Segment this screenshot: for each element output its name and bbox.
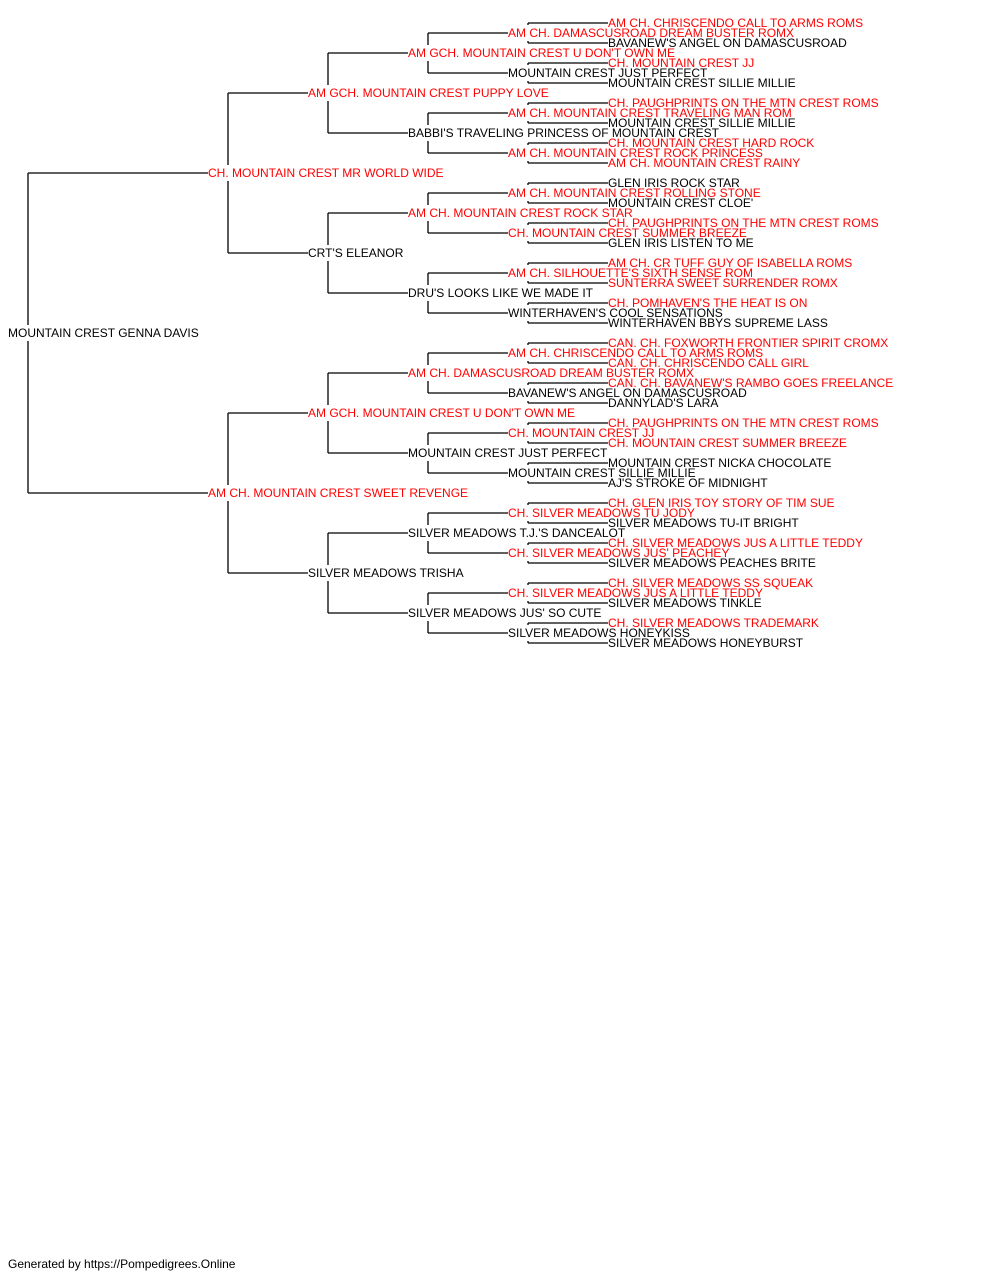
ancestor-name: DANNYLAD'S LARA (608, 396, 718, 410)
ancestor-name: AM CH. MOUNTAIN CREST ROCK PRINCESS (508, 146, 763, 160)
ancestor-name: CH. PAUGHPRINTS ON THE MTN CREST ROMS (608, 416, 879, 430)
footer-credit: Generated by https://Pompedigrees.Online (8, 1257, 236, 1271)
ancestor-name: MOUNTAIN CREST SILLIE MILLIE (608, 76, 796, 90)
ancestor-name: AM CH. MOUNTAIN CREST TRAVELING MAN ROM (508, 106, 792, 120)
ancestor-name: CH. MOUNTAIN CREST SUMMER BREEZE (508, 226, 747, 240)
ancestor-name: MOUNTAIN CREST SILLIE MILLIE (508, 466, 696, 480)
ancestor-name: CH. GLEN IRIS TOY STORY OF TIM SUE (608, 496, 835, 510)
ancestor-name: SILVER MEADOWS TINKLE (608, 596, 762, 610)
ancestor-name: CH. MOUNTAIN CREST HARD ROCK (608, 136, 814, 150)
ancestor-name: SILVER MEADOWS TU-IT BRIGHT (608, 516, 799, 530)
ancestor-name: AM CH. CHRISCENDO CALL TO ARMS ROMS (608, 16, 863, 30)
ancestor-name: GLEN IRIS LISTEN TO ME (608, 236, 754, 250)
ancestor-name: MOUNTAIN CREST NICKA CHOCOLATE (608, 456, 831, 470)
ancestor-name: GLEN IRIS ROCK STAR (608, 176, 740, 190)
ancestor-name: AM GCH. MOUNTAIN CREST U DON'T OWN ME (308, 406, 575, 420)
ancestor-name: SILVER MEADOWS TRISHA (308, 566, 464, 580)
ancestor-name: SILVER MEADOWS T.J.'S DANCEALOT (408, 526, 626, 540)
ancestor-name: AM CH. DAMASCUSROAD DREAM BUSTER ROMX (508, 26, 794, 40)
ancestor-name: WINTERHAVEN BBYS SUPREME LASS (608, 316, 828, 330)
ancestor-name: CH. MOUNTAIN CREST MR WORLD WIDE (208, 166, 444, 180)
ancestor-name: BABBI'S TRAVELING PRINCESS OF MOUNTAIN C… (408, 126, 720, 140)
ancestor-name: SILVER MEADOWS PEACHES BRITE (608, 556, 816, 570)
ancestor-name: BAVANEW'S ANGEL ON DAMASCUSROAD (508, 386, 747, 400)
ancestor-name: CH. SILVER MEADOWS SS SQUEAK (608, 576, 813, 590)
ancestor-name: WINTERHAVEN'S COOL SENSATIONS (508, 306, 723, 320)
ancestor-name: AM CH. MOUNTAIN CREST ROCK STAR (408, 206, 633, 220)
ancestor-name: CH. SILVER MEADOWS JUS' PEACHEY (508, 546, 729, 560)
ancestor-name: CH. SILVER MEADOWS JUS A LITTLE TEDDY (608, 536, 863, 550)
ancestor-name: AM CH. SILHOUETTE'S SIXTH SENSE ROM (508, 266, 753, 280)
ancestor-name: SILVER MEADOWS HONEYBURST (608, 636, 804, 650)
ancestor-name: CH. MOUNTAIN CREST SUMMER BREEZE (608, 436, 847, 450)
ancestor-name: AJ'S STROKE OF MIDNIGHT (608, 476, 768, 490)
ancestor-name: MOUNTAIN CREST SILLIE MILLIE (608, 116, 796, 130)
ancestor-name: CH. PAUGHPRINTS ON THE MTN CREST ROMS (608, 96, 879, 110)
ancestor-name: AM CH. CR TUFF GUY OF ISABELLA ROMS (608, 256, 852, 270)
ancestor-name: SILVER MEADOWS JUS' SO CUTE (408, 606, 601, 620)
ancestor-name: DRU'S LOOKS LIKE WE MADE IT (408, 286, 594, 300)
ancestor-name: CH. MOUNTAIN CREST JJ (508, 426, 654, 440)
ancestor-name: CAN. CH. FOXWORTH FRONTIER SPIRIT CROMX (608, 336, 888, 350)
subject-dog-name: MOUNTAIN CREST GENNA DAVIS (8, 326, 199, 340)
ancestor-name: AM CH. MOUNTAIN CREST ROLLING STONE (508, 186, 761, 200)
ancestor-name: AM CH. MOUNTAIN CREST RAINY (608, 156, 800, 170)
ancestor-name: CRT'S ELEANOR (308, 246, 404, 260)
ancestor-name: AM GCH. MOUNTAIN CREST U DON'T OWN ME (408, 46, 675, 60)
ancestor-name: CH. SILVER MEADOWS JUS A LITTLE TEDDY (508, 586, 763, 600)
ancestor-name: MOUNTAIN CREST JUST PERFECT (408, 446, 608, 460)
ancestor-name: CH. PAUGHPRINTS ON THE MTN CREST ROMS (608, 216, 879, 230)
ancestor-name: AM CH. MOUNTAIN CREST SWEET REVENGE (208, 486, 468, 500)
ancestor-name: CAN. CH. CHRISCENDO CALL GIRL (608, 356, 809, 370)
ancestor-name: CH. MOUNTAIN CREST JJ (608, 56, 754, 70)
ancestor-name: CH. SILVER MEADOWS TRADEMARK (608, 616, 819, 630)
ancestor-name: CH. SILVER MEADOWS TU JODY (508, 506, 695, 520)
ancestor-name: CH. POMHAVEN'S THE HEAT IS ON (608, 296, 807, 310)
ancestor-name: MOUNTAIN CREST JUST PERFECT (508, 66, 708, 80)
ancestor-name: AM CH. DAMASCUSROAD DREAM BUSTER ROMX (408, 366, 694, 380)
ancestor-name: SUNTERRA SWEET SURRENDER ROMX (608, 276, 838, 290)
ancestor-name: AM GCH. MOUNTAIN CREST PUPPY LOVE (308, 86, 549, 100)
ancestor-name: AM CH. CHRISCENDO CALL TO ARMS ROMS (508, 346, 763, 360)
ancestor-name: SILVER MEADOWS HONEYKISS (508, 626, 690, 640)
ancestor-name: MOUNTAIN CREST CLOE' (608, 196, 753, 210)
ancestor-name: BAVANEW'S ANGEL ON DAMASCUSROAD (608, 36, 847, 50)
ancestor-name: CAN. CH. BAVANEW'S RAMBO GOES FREELANCE (608, 376, 893, 390)
